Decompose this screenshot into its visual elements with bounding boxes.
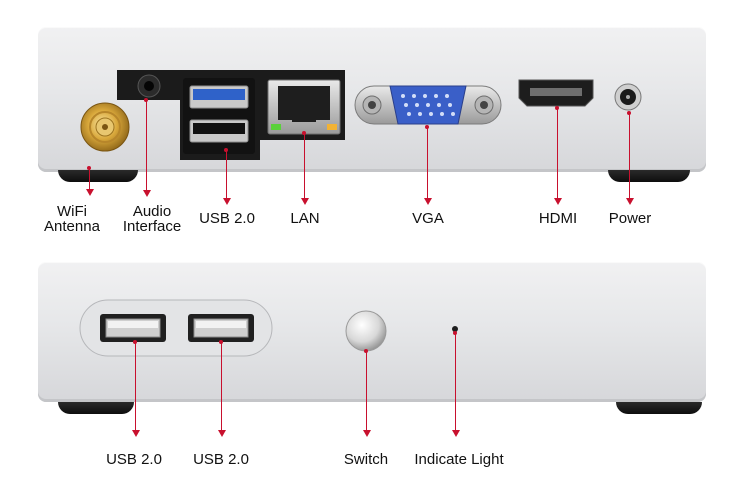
front-ports-art — [79, 299, 458, 357]
rear-foot-right — [608, 170, 690, 182]
front-usb-right-leader-dot — [218, 340, 223, 344]
front-usb-right-leader — [221, 342, 222, 430]
indicate-light-leader — [455, 333, 456, 430]
hdmi-leader-arrow — [553, 198, 562, 205]
hdmi-label: HDMI — [538, 210, 578, 227]
lan-leader — [304, 133, 305, 198]
front-foot-left — [58, 402, 134, 414]
front-usb-right-leader-arrow — [217, 430, 226, 437]
power-leader-dot — [626, 111, 631, 115]
vga-port-icon — [354, 85, 502, 125]
front-usb-left-label: USB 2.0 — [106, 451, 162, 468]
audio-leader-arrow — [142, 190, 151, 197]
vga-leader — [427, 127, 428, 198]
vga-leader-dot — [424, 125, 429, 129]
front-usb-left-icon — [100, 314, 166, 342]
wifi-leader — [89, 168, 90, 189]
switch-leader-dot — [363, 349, 368, 353]
switch-leader-arrow — [362, 430, 371, 437]
vga-label: VGA — [412, 210, 444, 227]
power-switch-icon — [345, 310, 387, 352]
audio-jack-icon — [137, 74, 161, 98]
audio-leader — [146, 100, 147, 190]
hdmi-leader-dot — [554, 106, 559, 110]
front-foot-right — [616, 402, 702, 414]
wifi-leader-dot — [86, 166, 91, 170]
lan-leader-arrow — [300, 198, 309, 205]
indicator-light-icon — [452, 326, 458, 332]
indicate-light-label: Indicate Light — [414, 451, 504, 468]
usb-port-stack-icon — [183, 78, 255, 154]
usb-leader-arrow — [222, 198, 231, 205]
power-leader — [629, 113, 630, 198]
wifi-leader-arrow — [85, 189, 94, 196]
front-usb-left-leader-dot — [132, 340, 137, 344]
indicate-light-leader-dot — [452, 331, 457, 335]
usb-leader-dot — [223, 148, 228, 152]
lan-port-icon — [267, 79, 341, 135]
usb-leader — [226, 150, 227, 198]
switch-label: Switch — [343, 451, 389, 468]
front-usb-right-label: USB 2.0 — [193, 451, 249, 468]
front-usb-left-leader — [135, 342, 136, 430]
rear-ports-art — [80, 70, 642, 160]
front-usb-left-leader-arrow — [131, 430, 140, 437]
switch-leader — [366, 351, 367, 430]
audio-leader-dot — [143, 98, 148, 102]
lan-label: LAN — [290, 210, 320, 227]
wifi-antenna-connector-icon — [80, 102, 130, 152]
vga-leader-arrow — [423, 198, 432, 205]
front-usb-right-icon — [188, 314, 254, 342]
indicate-light-leader-arrow — [451, 430, 460, 437]
hdmi-leader — [557, 108, 558, 198]
lan-leader-dot — [301, 131, 306, 135]
rear-foot-left — [58, 170, 138, 182]
hdmi-port-icon — [518, 79, 594, 107]
power-jack-icon — [614, 83, 642, 111]
power-leader-arrow — [625, 198, 634, 205]
power-label: Power — [608, 210, 652, 227]
usb-label: USB 2.0 — [199, 210, 255, 227]
